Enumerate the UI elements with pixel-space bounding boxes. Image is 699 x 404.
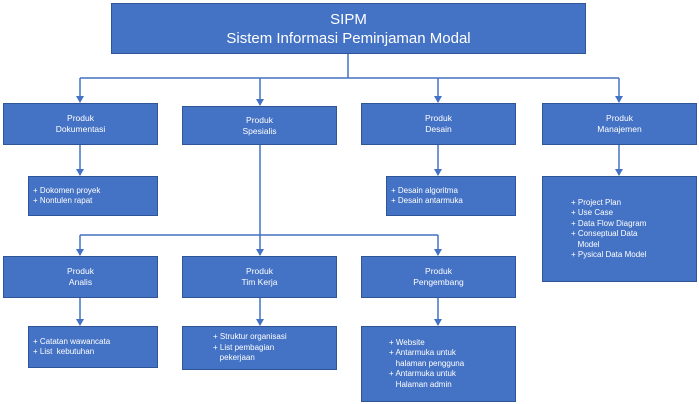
list-item: + List kebutuhan — [33, 347, 95, 356]
list-item: + Conseptual Data — [571, 229, 638, 238]
list-item: + Dokomen proyek — [33, 185, 101, 195]
list-item: + Antarmuka untuk — [389, 348, 456, 358]
node-label-line2: Analis — [68, 277, 93, 287]
list-item: halaman pengguna — [389, 358, 465, 368]
node-label-line1: Produk — [67, 113, 94, 123]
node-label-line2: Desain — [425, 124, 452, 134]
root-title: SIPM — [330, 10, 367, 28]
list-item: + Nontulen rapat — [33, 196, 93, 205]
list-item: pekerjaan — [213, 353, 255, 363]
node-label-line2: Pengembang — [413, 277, 464, 287]
list-item: + Use Case — [571, 208, 614, 217]
root-subtitle: Sistem Informasi Peminjaman Modal — [226, 29, 471, 47]
list-item: + Project Plan — [571, 197, 622, 207]
list-manajemen: + Project Plan + Use Case + Data Flow Di… — [542, 176, 697, 282]
list-item: + Website — [389, 337, 425, 347]
node-label-line2: Dokumentasi — [55, 124, 106, 134]
list-desain: + Desain algoritma + Desain antarmuka — [386, 176, 516, 216]
list-pengembang: + Website + Antarmuka untuk halaman peng… — [361, 326, 516, 402]
node-produk-timkerja: Produk Tim Kerja — [182, 256, 337, 298]
list-item: + Desain antarmuka — [391, 196, 463, 205]
root-node-sipm: SIPM Sistem Informasi Peminjaman Modal — [111, 3, 586, 54]
node-produk-analis: Produk Analis — [3, 256, 158, 298]
node-label-line1: Produk — [425, 266, 452, 276]
list-item: + Data Flow Diagram — [571, 218, 647, 228]
list-item: + Struktur organisasi — [213, 332, 287, 342]
node-label-line1: Produk — [246, 114, 273, 125]
list-item: + Pysical Data Model — [571, 250, 647, 259]
node-label-line1: Produk — [246, 266, 273, 276]
node-label-line1: Produk — [67, 266, 94, 276]
list-dokumentasi: + Dokomen proyek + Nontulen rapat — [28, 176, 158, 216]
list-item: Model — [571, 239, 600, 249]
node-label-line1: Produk — [606, 113, 633, 123]
list-item: Halaman admin — [389, 379, 452, 389]
node-label-line2: Spesialis — [242, 125, 277, 136]
node-label-line2: Tim Kerja — [241, 277, 278, 287]
list-item: + Desain algoritma — [391, 185, 458, 195]
list-item: + Antarmuka untuk — [389, 369, 456, 379]
node-produk-spesialis: Produk Spesialis — [182, 106, 337, 145]
list-timkerja: + Struktur organisasi + List pembagian p… — [182, 326, 337, 370]
node-produk-manajemen: Produk Manajemen — [542, 103, 697, 145]
node-produk-desain: Produk Desain — [361, 103, 516, 145]
node-label-line2: Manajemen — [597, 124, 642, 134]
list-item: + List pembagian — [213, 342, 275, 352]
node-produk-pengembang: Produk Pengembang — [361, 256, 516, 298]
node-produk-dokumentasi: Produk Dokumentasi — [3, 103, 158, 145]
list-analis: + Catatan wawancata + List kebutuhan — [28, 326, 158, 368]
list-item: + Catatan wawancata — [33, 336, 111, 346]
node-label-line1: Produk — [425, 113, 452, 123]
